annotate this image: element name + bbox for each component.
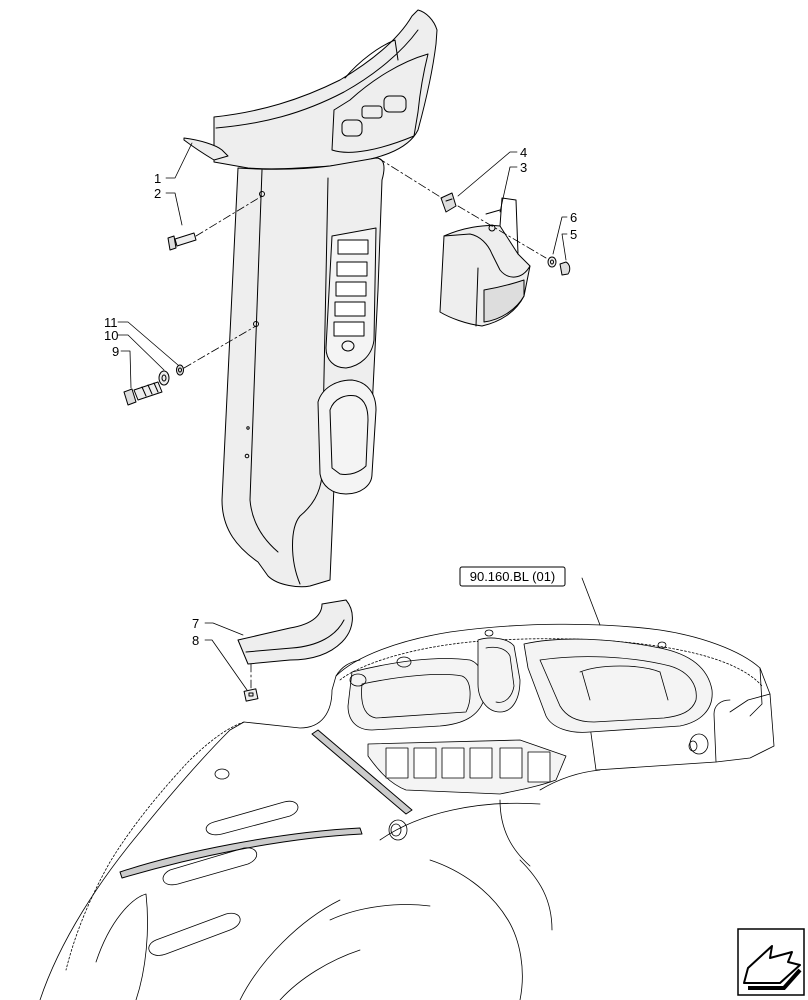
callout-7: 7 — [192, 616, 199, 631]
next-page-arrow-icon[interactable] — [737, 928, 805, 996]
callout-10: 10 — [104, 328, 118, 343]
leader-lines — [117, 142, 601, 691]
pillar-trim — [183, 9, 438, 588]
fender-panel — [39, 623, 775, 1000]
bolt-part-2 — [167, 232, 197, 251]
nut-part-11 — [176, 364, 184, 376]
pocket-fasteners — [547, 256, 571, 276]
callout-1: 1 — [154, 171, 161, 186]
bolt-part-9 — [123, 381, 163, 406]
clip-part-4 — [440, 192, 457, 213]
label-part-8 — [243, 688, 259, 702]
callout-4: 4 — [520, 145, 527, 160]
seal-strip-part-7 — [237, 599, 353, 665]
callout-2: 2 — [154, 186, 161, 201]
callout-8: 8 — [192, 633, 199, 648]
callout-6: 6 — [570, 210, 577, 225]
storage-pocket — [439, 197, 531, 327]
callout-5: 5 — [570, 227, 577, 242]
assembly-lines — [183, 157, 547, 691]
reference-label: 90.160.BL (01) — [470, 569, 556, 584]
reference-tag[interactable]: 90.160.BL (01) — [459, 566, 566, 587]
callout-numbers: 1 2 3 4 5 6 7 8 9 10 11 — [104, 145, 577, 648]
callout-3: 3 — [520, 160, 527, 175]
callout-11: 11 — [104, 315, 118, 330]
washer-part-10 — [158, 370, 170, 386]
callout-9: 9 — [112, 344, 119, 359]
